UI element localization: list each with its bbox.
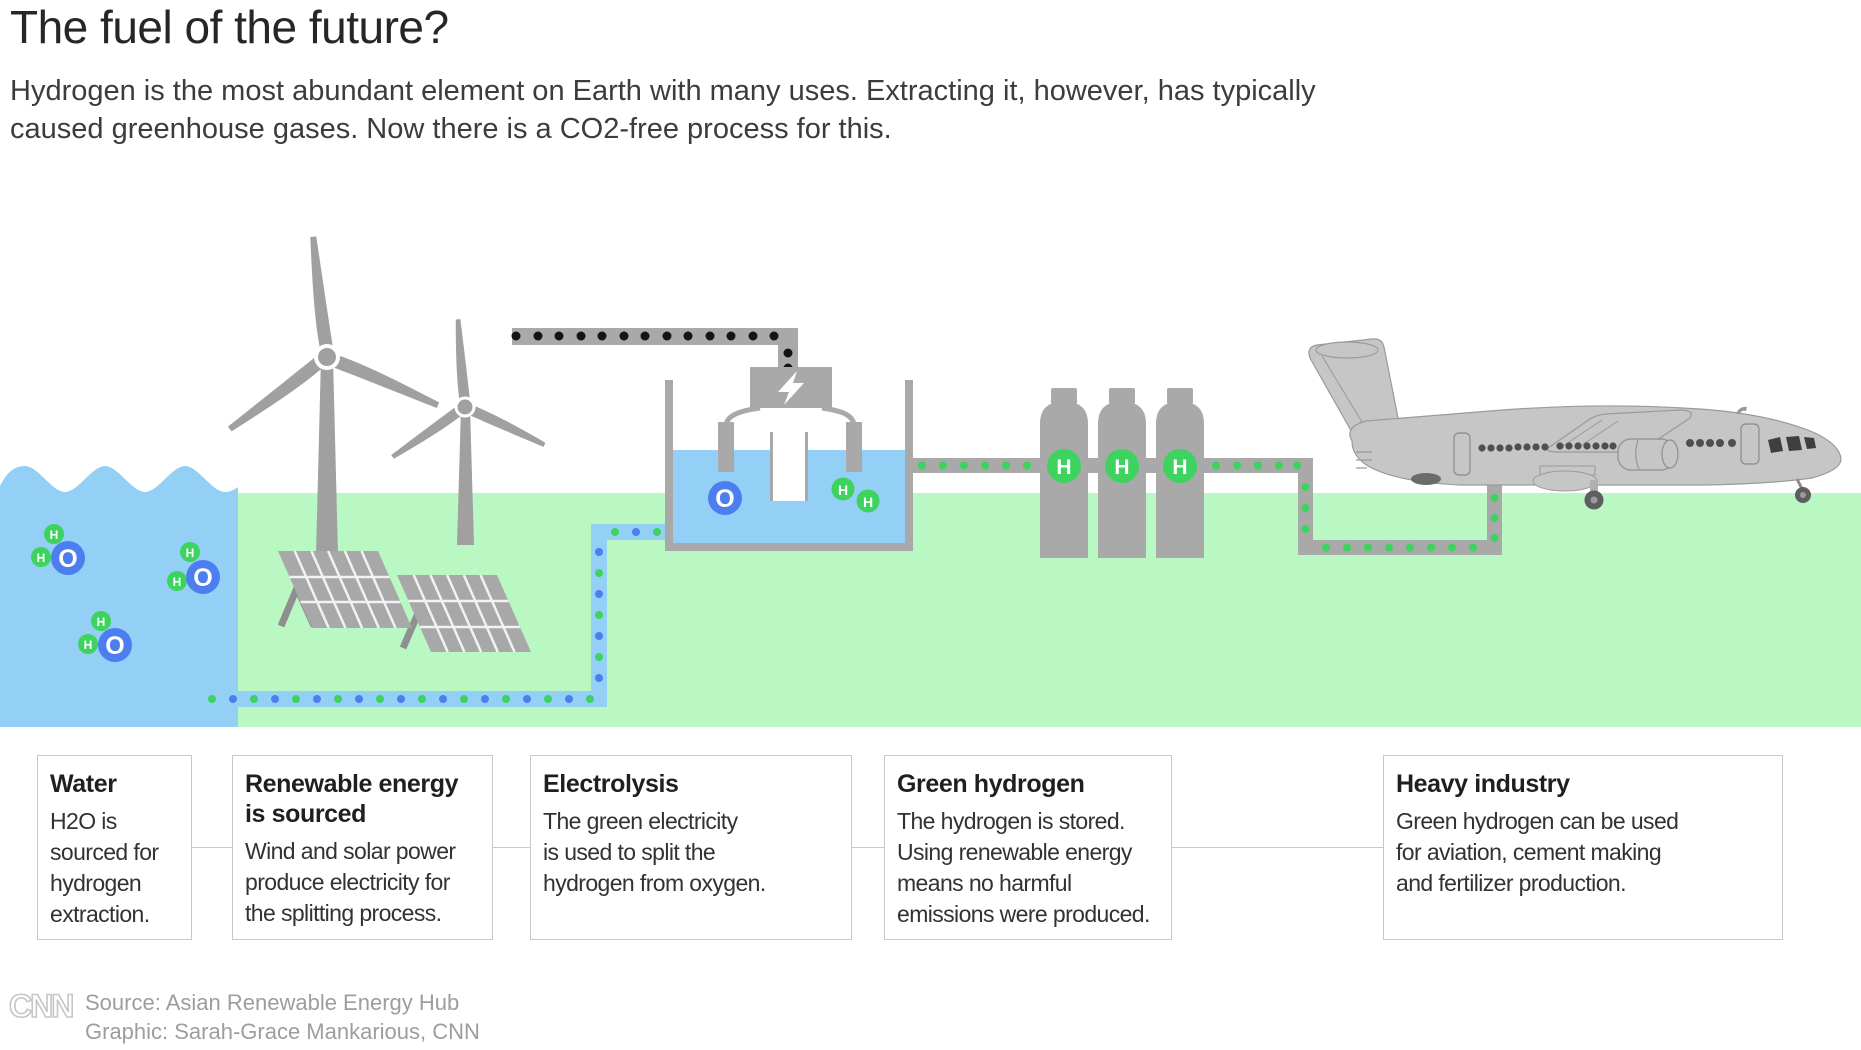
water-molecule-icon: H H O: [31, 524, 85, 575]
hydrogen-label: H: [863, 494, 873, 510]
water-molecule-icon: H H O: [167, 542, 220, 594]
step-title: Electrolysis: [543, 770, 679, 798]
step-body: Wind and solar power produce electricity…: [245, 838, 456, 926]
source-credit: Source: Asian Renewable Energy Hub Graph…: [85, 988, 480, 1046]
airplane-front-door: [1740, 423, 1760, 465]
hydrogen-label: H: [1056, 456, 1071, 479]
step-connector-line: [493, 847, 530, 848]
oxygen-label: O: [715, 485, 734, 513]
water-body: [0, 466, 238, 727]
hydrogen-label: H: [97, 615, 106, 629]
hydrogen-cylinder-icon: H: [1040, 388, 1088, 558]
hydrogen-process-diagram: O H H: [0, 236, 1861, 727]
step-box-water: Water H2O is sourced for hydrogen extrac…: [37, 755, 192, 940]
water-molecule-icon: H H O: [78, 611, 132, 662]
airplane-icon: [1308, 338, 1842, 510]
step-connector-line: [1172, 847, 1383, 848]
source-line: Source: Asian Renewable Energy Hub: [85, 990, 460, 1015]
airplane-windows: [1478, 439, 1736, 452]
step-box-renewable-energy: Renewable energy is sourced Wind and sol…: [232, 755, 493, 940]
step-box-heavy-industry: Heavy industry Green hydrogen can be use…: [1383, 755, 1783, 940]
cnn-logo-text: CNN: [9, 990, 72, 1024]
hydrogen-label: H: [1114, 456, 1129, 479]
oxygen-molecule: [708, 481, 742, 515]
hydrogen-label: H: [1172, 456, 1187, 479]
hydrogen-label: H: [37, 551, 46, 565]
credit-line: Graphic: Sarah-Grace Mankarious, CNN: [85, 1019, 480, 1044]
electrolysis-tank: O H H: [665, 367, 913, 551]
step-box-electrolysis: Electrolysis The green electricity is us…: [530, 755, 852, 940]
hydrogen-label: H: [50, 528, 59, 542]
lightning-bolt-icon: [778, 371, 804, 405]
step-connector-line: [852, 847, 884, 848]
step-body: Green hydrogen can be used for aviation,…: [1396, 808, 1679, 896]
water-pipe-dots: [208, 528, 661, 703]
hydrogen-label: H: [838, 482, 848, 498]
step-body: The hydrogen is stored. Using renewable …: [897, 808, 1150, 927]
step-title: Renewable energy is sourced: [245, 770, 459, 828]
hydrogen-label: H: [84, 638, 93, 652]
water-pipe: [200, 524, 673, 707]
oxygen-label: O: [193, 564, 212, 592]
step-title: Heavy industry: [1396, 770, 1570, 798]
water-molecules: H H O H H O H H O: [31, 524, 220, 662]
hydrogen-label: H: [173, 575, 182, 589]
hydrogen-molecule: [831, 477, 855, 501]
airplane-rear-door: [1453, 432, 1471, 476]
hydrogen-label: H: [186, 546, 195, 560]
hydrogen-cylinder-icon: H: [1098, 388, 1146, 558]
oxygen-label: O: [58, 545, 77, 573]
wind-turbine-large-icon: [227, 236, 440, 555]
solar-panel-icon: [277, 550, 531, 653]
power-cable: [511, 328, 798, 373]
hydrogen-cylinder-icon: H: [1156, 388, 1204, 558]
cockpit-windows: [1768, 436, 1816, 453]
step-body: The green electricity is used to split t…: [543, 808, 766, 896]
step-connector-line: [192, 847, 232, 848]
step-title: Water: [50, 770, 117, 798]
hydrogen-cylinders: H H H: [1040, 388, 1204, 558]
step-title: Green hydrogen: [897, 770, 1085, 798]
cnn-logo: CNN: [8, 990, 75, 1024]
page-title: The fuel of the future?: [10, 1, 449, 53]
hydrogen-molecule: [856, 489, 880, 513]
wind-turbine-small-icon: [391, 319, 546, 545]
page-subtitle: Hydrogen is the most abundant element on…: [10, 75, 1316, 145]
step-box-green-hydrogen: Green hydrogen The hydrogen is stored. U…: [884, 755, 1172, 940]
step-body: H2O is sourced for hydrogen extraction.: [50, 808, 159, 927]
oxygen-label: O: [105, 632, 124, 660]
